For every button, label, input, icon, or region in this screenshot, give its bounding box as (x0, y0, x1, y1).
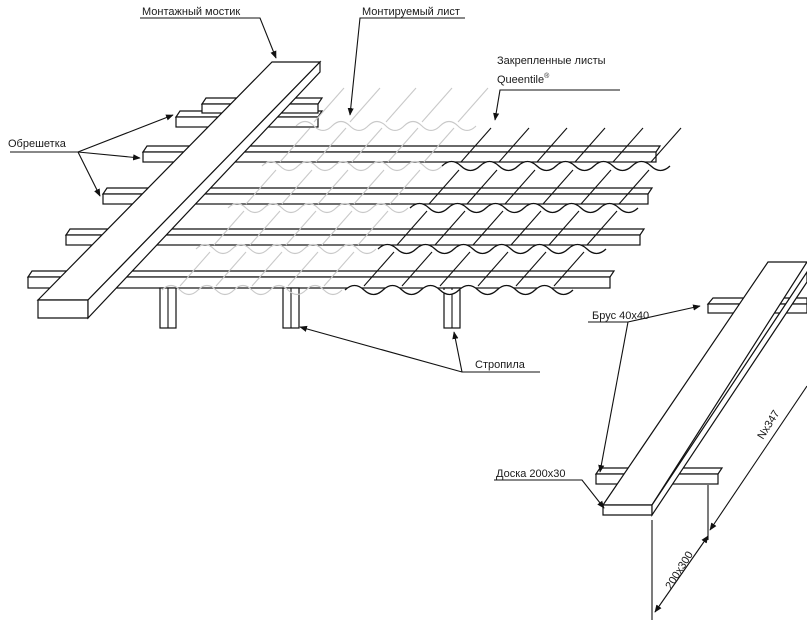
tile-rib (439, 251, 471, 287)
tile-rib (423, 127, 455, 163)
tile-rib (315, 127, 347, 163)
brand-text: Queentile (497, 74, 544, 86)
tile-rib (279, 127, 311, 163)
tile-row (161, 284, 343, 296)
detail-view (494, 261, 807, 620)
dimension-length: Nх347 (755, 408, 782, 441)
board (601, 261, 807, 517)
tile-rib (650, 127, 682, 163)
label-beam: Брус 40х40 (592, 310, 649, 322)
tile-rib (387, 127, 419, 163)
mounted-sheet (161, 87, 489, 296)
tile-row (261, 160, 443, 172)
tile-row (377, 243, 607, 255)
tile-rib (515, 251, 547, 287)
tile-row (295, 120, 477, 132)
label-fixed-sheets: Закрепленные листы (497, 55, 606, 67)
tile-rib (477, 251, 509, 287)
tile-rib (287, 251, 319, 287)
tile-rib (396, 210, 428, 246)
brand-mark: ® (544, 72, 550, 80)
label-fixed-sheets-brand: Queentile® (497, 72, 550, 86)
batten (26, 270, 616, 289)
tile-rib (536, 127, 568, 163)
tile-rib (353, 169, 385, 205)
tile-rib (215, 251, 247, 287)
tile-rib (618, 169, 650, 205)
tile-rib (586, 210, 618, 246)
tile-rib (251, 251, 283, 287)
tile-rib (542, 169, 574, 205)
tile-rib (401, 251, 433, 287)
label-board: Доска 200х30 (496, 468, 566, 480)
rafters-group (159, 287, 461, 329)
tile-rib (213, 210, 245, 246)
tile-row (227, 202, 409, 214)
tile-rib (363, 251, 395, 287)
label-mounted-sheet: Монтируемый лист (362, 6, 460, 18)
tile-rib (317, 169, 349, 205)
tile-rib (357, 210, 389, 246)
tile-rib (460, 127, 492, 163)
tile-row (409, 202, 639, 214)
tile-rib (323, 251, 355, 287)
tile-rib (553, 251, 585, 287)
tile-row (195, 243, 377, 255)
tile-row (344, 284, 574, 296)
label-bridge: Монтажный мостик (142, 6, 240, 18)
label-rafters: Стропила (475, 359, 526, 371)
tile-rib (281, 169, 313, 205)
fixed-sheets (344, 127, 682, 296)
tile-rib (504, 169, 536, 205)
label-battens: Обрешетка (8, 138, 67, 150)
rafter (282, 287, 300, 329)
tile-rib (285, 210, 317, 246)
tile-rib (472, 210, 504, 246)
tile-rib (321, 210, 353, 246)
tile-rib (580, 169, 612, 205)
dimension-step: 200х300 (663, 549, 696, 591)
mounting-bridge (36, 60, 322, 320)
tile-rib (349, 87, 381, 123)
tile-row (441, 160, 671, 172)
tile-rib (249, 210, 281, 246)
tile-rib (434, 210, 466, 246)
tile-rib (245, 169, 277, 205)
tile-rib (457, 87, 489, 123)
tile-rib (385, 87, 417, 123)
tile-rib (313, 87, 345, 123)
tile-rib (351, 127, 383, 163)
tile-rib (510, 210, 542, 246)
tile-rib (612, 127, 644, 163)
tile-rib (466, 169, 498, 205)
tile-rib (428, 169, 460, 205)
tile-rib (498, 127, 530, 163)
rafter (159, 287, 177, 329)
tile-rib (179, 251, 211, 287)
tile-rib (389, 169, 421, 205)
leader-lines (10, 17, 620, 373)
tile-rib (574, 127, 606, 163)
tile-rib (421, 87, 453, 123)
tile-rib (548, 210, 580, 246)
